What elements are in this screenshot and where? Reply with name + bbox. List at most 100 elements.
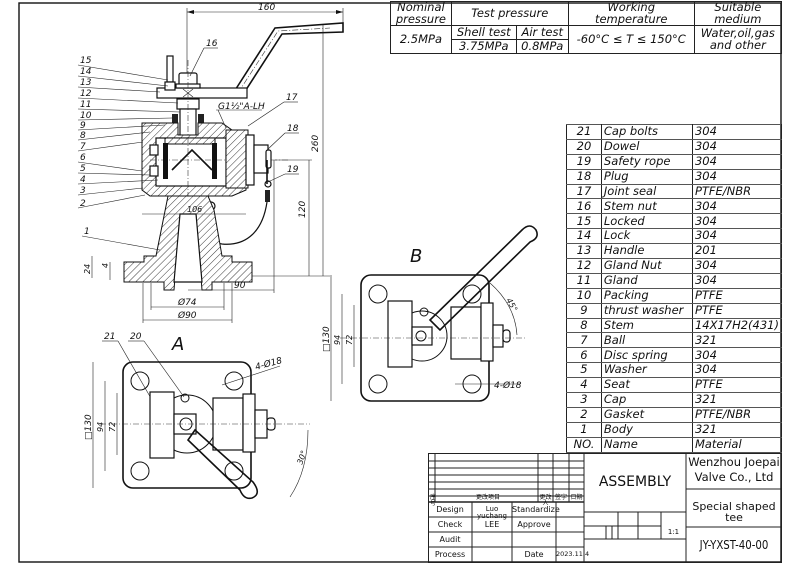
rev-header-seq: 序号	[429, 494, 436, 507]
drawing-title: ASSEMBLY	[598, 474, 672, 490]
svg-text:19: 19	[287, 165, 299, 175]
bom-material: 201	[691, 243, 783, 260]
svg-text:18: 18	[287, 124, 299, 134]
val-shell-test: 3.75MPa	[450, 39, 517, 54]
bom-name: Handle	[600, 243, 693, 260]
bom-name: Safety rope	[600, 153, 693, 170]
svg-text:4: 4	[80, 175, 86, 185]
thread-label: G1½"A-LH	[218, 102, 265, 112]
bom-material: 304	[691, 228, 783, 245]
balloon-11: 11	[77, 100, 181, 113]
view-b: B □130 94 72 4-Ø18 45°	[322, 225, 538, 402]
svg-text:21: 21	[104, 332, 115, 342]
svg-text:8: 8	[80, 131, 86, 141]
dim-flange-step: 4	[101, 263, 110, 268]
svg-text:13: 13	[80, 78, 92, 88]
company-line-2: Valve Co., Ltd	[694, 470, 774, 484]
bom-name: Plug	[600, 168, 693, 185]
svg-text:9: 9	[80, 121, 86, 131]
bom-no: 11	[566, 272, 602, 289]
angle-b: 45°	[504, 297, 519, 314]
bom-material: 304	[691, 258, 783, 274]
bom-name: Ball	[600, 332, 693, 349]
dim-flange-square-b: □130	[322, 326, 332, 352]
svg-text:1: 1	[84, 227, 90, 237]
design-label: Design	[436, 505, 464, 514]
dim-overall-height: 260	[311, 135, 321, 152]
bom-name: Lock	[600, 228, 693, 245]
bom-material: PTFE	[691, 302, 783, 319]
bom-name: Gasket	[600, 406, 693, 423]
bom-name: Cap bolts	[600, 124, 693, 140]
val-air-test: 0.8MPa	[515, 39, 569, 54]
dim-handle-length: 160	[258, 3, 275, 13]
bom-material: 304	[691, 138, 783, 155]
rev-header-date: 日期	[570, 494, 583, 501]
bom-name: Gland Nut	[600, 258, 693, 274]
balloon-17: 17	[247, 93, 298, 127]
bom-no: 19	[566, 153, 602, 170]
check-label: Check	[437, 520, 463, 529]
svg-text:20: 20	[130, 332, 142, 342]
bom-no: 18	[566, 168, 602, 185]
approve-label: Approve	[517, 520, 551, 529]
bom-header-name: Name	[600, 436, 693, 453]
bom-name: Stem nut	[600, 198, 693, 215]
dim-bolt-pitch-b: 94	[333, 335, 342, 345]
process-label: Process	[434, 550, 466, 559]
bom-no: 6	[566, 347, 602, 364]
bom-header-row: NO. Name Material	[566, 436, 783, 453]
bom-name: Washer	[600, 362, 693, 379]
bom-name: Locked	[600, 213, 693, 230]
bom-no: 14	[566, 228, 602, 245]
bom-no: 5	[566, 362, 602, 379]
dim-flange-thickness: 24	[83, 264, 92, 274]
bom-material: 321	[691, 332, 783, 349]
bom-material: 304	[691, 347, 783, 364]
bom-no: 8	[566, 317, 602, 334]
date-value: 2023.11.4	[556, 550, 590, 558]
svg-text:7: 7	[80, 142, 86, 152]
bom-no: 17	[566, 183, 602, 200]
svg-text:10: 10	[80, 111, 92, 121]
dim-inner-pitch-b: 72	[345, 335, 354, 345]
hdr-air-test: Air test	[515, 25, 569, 40]
balloon-15: 15	[77, 56, 169, 81]
view-b-label: B	[410, 246, 422, 267]
dim-outlet-offset: 90	[234, 281, 246, 291]
balloon-2: 2	[77, 194, 146, 209]
bom-material: PTFE	[691, 287, 783, 304]
bom-no: 4	[566, 377, 602, 394]
bom-name: Dowel	[600, 138, 693, 155]
bom-material: 304	[691, 168, 783, 185]
dim-center-height: 120	[298, 201, 308, 218]
view-a: A □130 94 72 4-Ø18 30°	[84, 334, 310, 500]
bom-material: 304	[691, 362, 783, 379]
bom-material: PTFE	[691, 377, 783, 394]
svg-text:2: 2	[80, 199, 86, 209]
dim-flange-square-a: □130	[84, 414, 94, 440]
date-label: Date	[524, 550, 544, 559]
bom-no: 12	[566, 258, 602, 274]
bom-name: thrust washer	[600, 302, 693, 319]
balloon-21: 21	[102, 332, 153, 401]
dim-body-width: 106	[187, 205, 202, 214]
hdr-test-pressure: Test pressure	[450, 1, 569, 26]
svg-text:3: 3	[80, 186, 86, 196]
